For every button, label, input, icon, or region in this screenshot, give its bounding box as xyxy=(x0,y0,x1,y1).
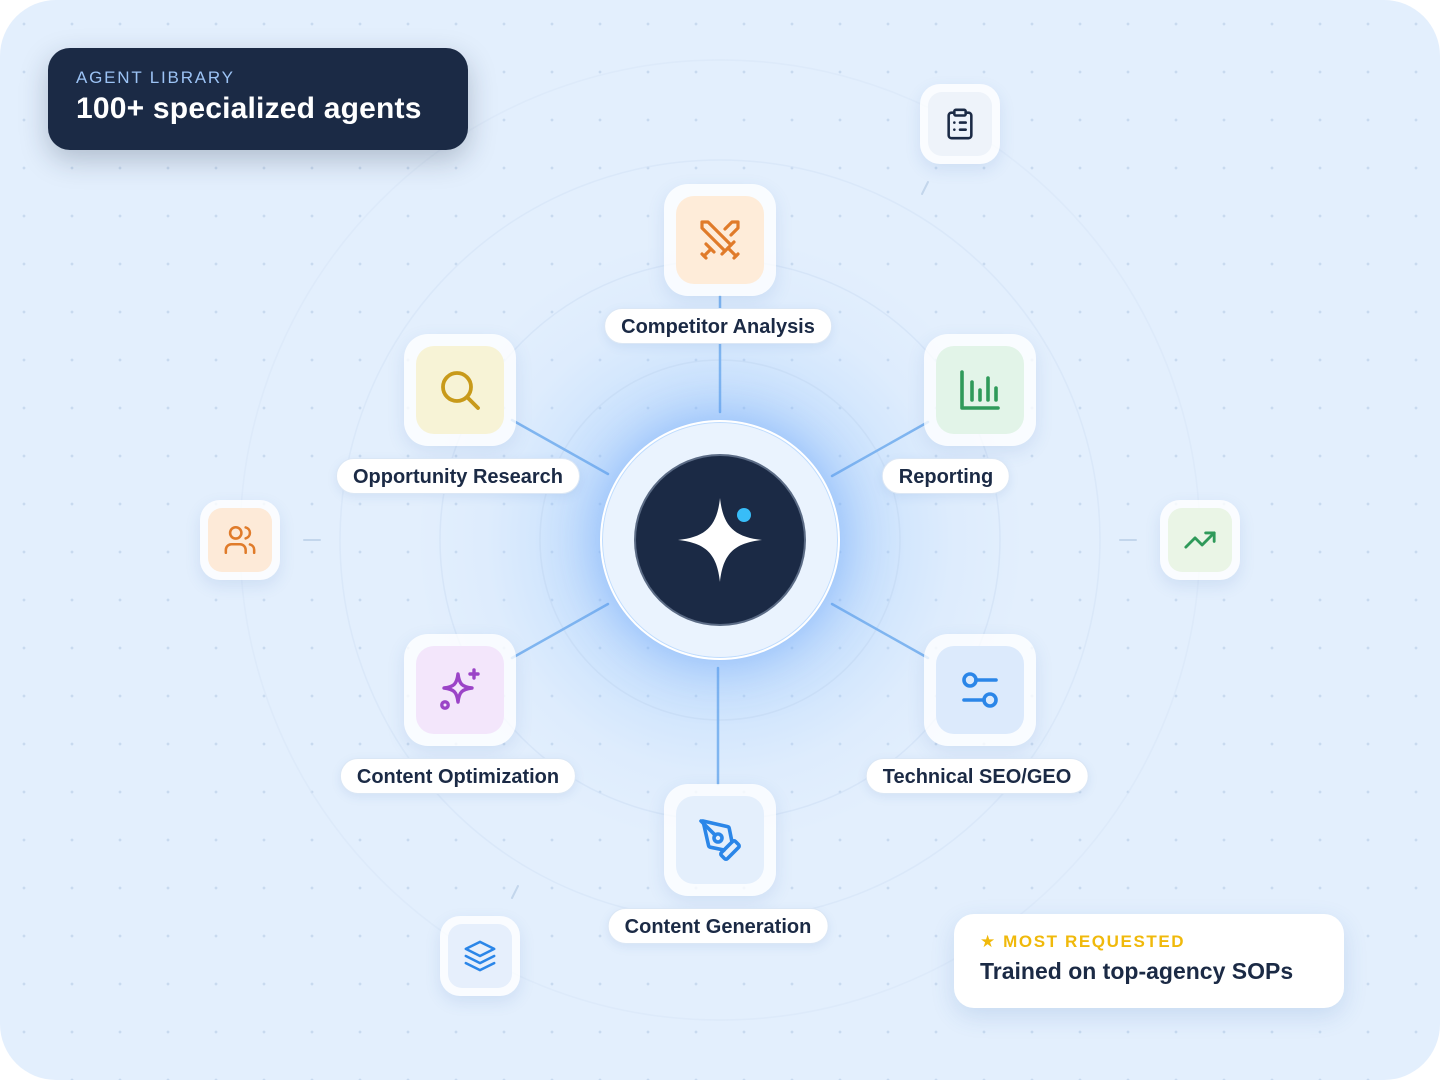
agent-label-content-generation: Content Generation xyxy=(607,908,829,944)
agent-library-header: AGENT LIBRARY 100+ specialized agents xyxy=(48,48,468,150)
satellite-tile xyxy=(448,924,512,988)
agent-tile xyxy=(936,646,1024,734)
satellite-users[interactable] xyxy=(200,500,280,580)
agent-node-content-generation[interactable] xyxy=(664,784,776,896)
agent-node-opportunity-research[interactable] xyxy=(404,334,516,446)
satellite-clipboard[interactable] xyxy=(920,84,1000,164)
agent-label-content-optimization: Content Optimization xyxy=(339,758,577,794)
agent-tile xyxy=(676,196,764,284)
most-requested-title: Trained on top-agency SOPs xyxy=(980,958,1294,984)
satellite-trending-up[interactable] xyxy=(1160,500,1240,580)
header-title: 100+ specialized agents xyxy=(76,92,422,125)
four-point-star-icon xyxy=(678,498,762,582)
hub-status-dot xyxy=(737,508,751,522)
layers-icon xyxy=(464,940,496,972)
agent-tile xyxy=(416,346,504,434)
agent-tile xyxy=(936,346,1024,434)
search-icon xyxy=(441,371,480,410)
satellite-layers[interactable] xyxy=(440,916,520,996)
agent-label-technical-seo-geo: Technical SEO/GEO xyxy=(865,758,1089,794)
trending-up-icon xyxy=(1184,531,1216,549)
pen-tool-icon xyxy=(699,819,741,861)
agent-tile xyxy=(676,796,764,884)
satellite-tile xyxy=(1168,508,1232,572)
agent-node-content-optimization[interactable] xyxy=(404,634,516,746)
agent-node-technical-seo-geo[interactable] xyxy=(924,634,1036,746)
clipboard-icon xyxy=(947,108,973,140)
agent-label-competitor-analysis: Competitor Analysis xyxy=(604,308,832,344)
agent-node-reporting[interactable] xyxy=(924,334,1036,446)
satellite-tile xyxy=(208,508,272,572)
agent-label-reporting: Reporting xyxy=(881,458,1011,494)
agent-tile xyxy=(416,646,504,734)
sliders-icon xyxy=(962,672,998,708)
header-eyebrow: AGENT LIBRARY xyxy=(76,68,235,87)
satellite-ticks xyxy=(303,181,1137,899)
users-icon xyxy=(224,525,256,555)
crossed-swords-icon xyxy=(700,220,740,260)
agent-node-competitor-analysis[interactable] xyxy=(664,184,776,296)
bar-chart-icon xyxy=(960,370,1000,410)
agent-label-opportunity-research: Opportunity Research xyxy=(335,458,581,494)
sparkles-icon xyxy=(440,668,480,710)
satellite-tile xyxy=(928,92,992,156)
most-requested-eyebrow: ★ MOST REQUESTED xyxy=(980,932,1186,951)
connector-lines xyxy=(510,294,930,786)
most-requested-card: ★ MOST REQUESTED Trained on top-agency S… xyxy=(954,914,1344,1008)
